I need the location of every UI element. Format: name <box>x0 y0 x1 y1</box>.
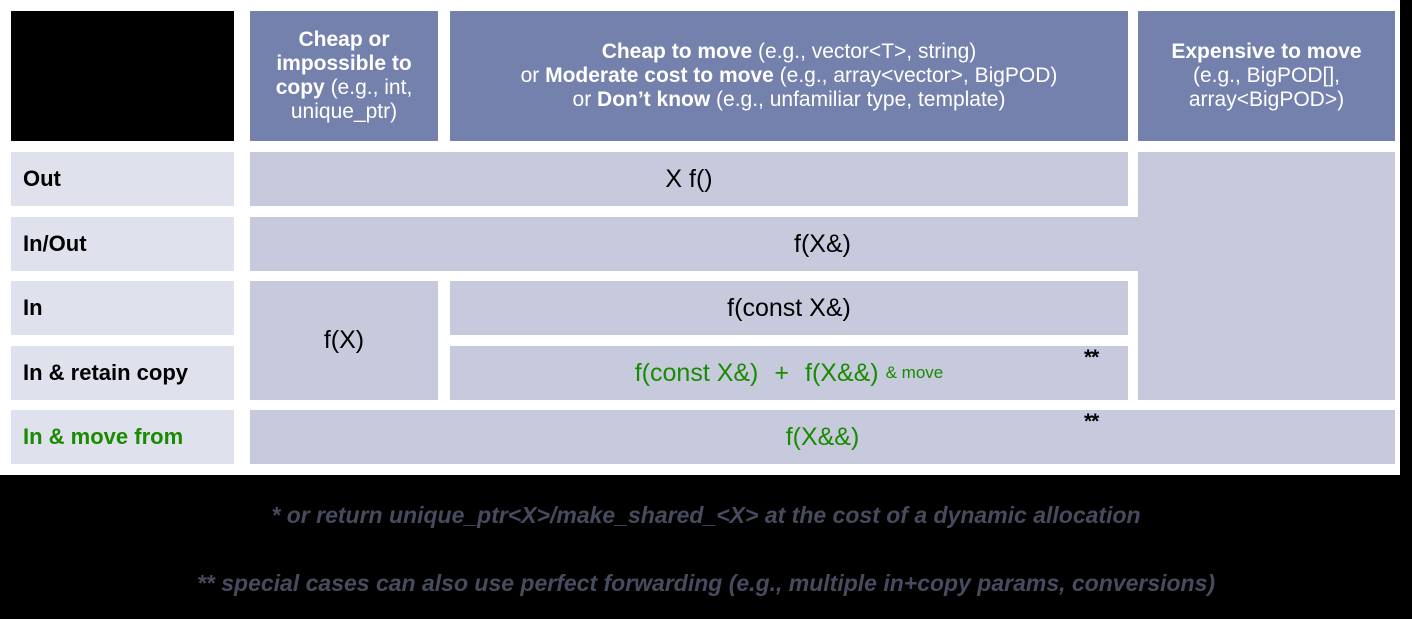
cell-in-retain-copy-middle: f(const X&) + f(X&&) & move <box>450 346 1128 400</box>
signature-and-move-note: & move <box>885 363 944 383</box>
header-line: unique_ptr) <box>290 99 398 123</box>
footnote-band: * or return unique_ptr<X>/make_shared_<X… <box>0 475 1412 619</box>
cell-in-middle: f(const X&) <box>450 281 1128 335</box>
row-label-in-retain-copy: In & retain copy <box>11 346 234 400</box>
table-corner-cell <box>11 11 234 141</box>
header-line: Cheap to move (e.g., vector<T>, string) <box>601 40 977 64</box>
cell-expensive-blank <box>1138 152 1395 400</box>
footnote-double-star: ** special cases can also use perfect fo… <box>196 570 1216 596</box>
cell-in-move-from-all: f(X&&) <box>250 410 1395 464</box>
header-line: copy (e.g., int, <box>275 76 413 99</box>
signature-rvalue-ref: f(X&&) <box>805 358 879 387</box>
row-label-in-move-from: In & move from <box>11 410 234 464</box>
header-line: (e.g., BigPOD[], <box>1192 64 1341 88</box>
signature-const-ref: f(const X&) <box>634 358 759 387</box>
header-line: Cheap or <box>298 28 390 52</box>
header-line: impossible to <box>276 52 412 76</box>
row-label-out: Out <box>11 152 234 206</box>
row-label-in: In <box>11 281 234 335</box>
header-line: or Moderate cost to move (e.g., array<ve… <box>520 64 1058 88</box>
footnote-single-star: * or return unique_ptr<X>/make_shared_<X… <box>271 502 1141 528</box>
header-line: array<BigPOD>) <box>1188 87 1345 111</box>
plus-separator: + <box>774 358 789 387</box>
header-line: Expensive to move <box>1171 40 1362 64</box>
column-header-cheap-to-move: Cheap to move (e.g., vector<T>, string) … <box>450 11 1128 141</box>
cell-in-cheap-copy: f(X) <box>250 281 438 400</box>
footnote-marker-move-from: ** <box>1084 410 1099 433</box>
header-line: or Don’t know (e.g., unfamiliar type, te… <box>572 87 1006 111</box>
column-header-expensive-to-move: Expensive to move (e.g., BigPOD[], array… <box>1138 11 1395 141</box>
column-header-cheap-or-impossible-to-copy: Cheap or impossible to copy (e.g., int, … <box>250 11 438 141</box>
cell-in-out-all: f(X&) <box>250 217 1395 271</box>
footnote-marker-retain-copy: ** <box>1084 346 1099 369</box>
row-label-in-out: In/Out <box>11 217 234 271</box>
cell-out-movable: X f() <box>250 152 1128 206</box>
